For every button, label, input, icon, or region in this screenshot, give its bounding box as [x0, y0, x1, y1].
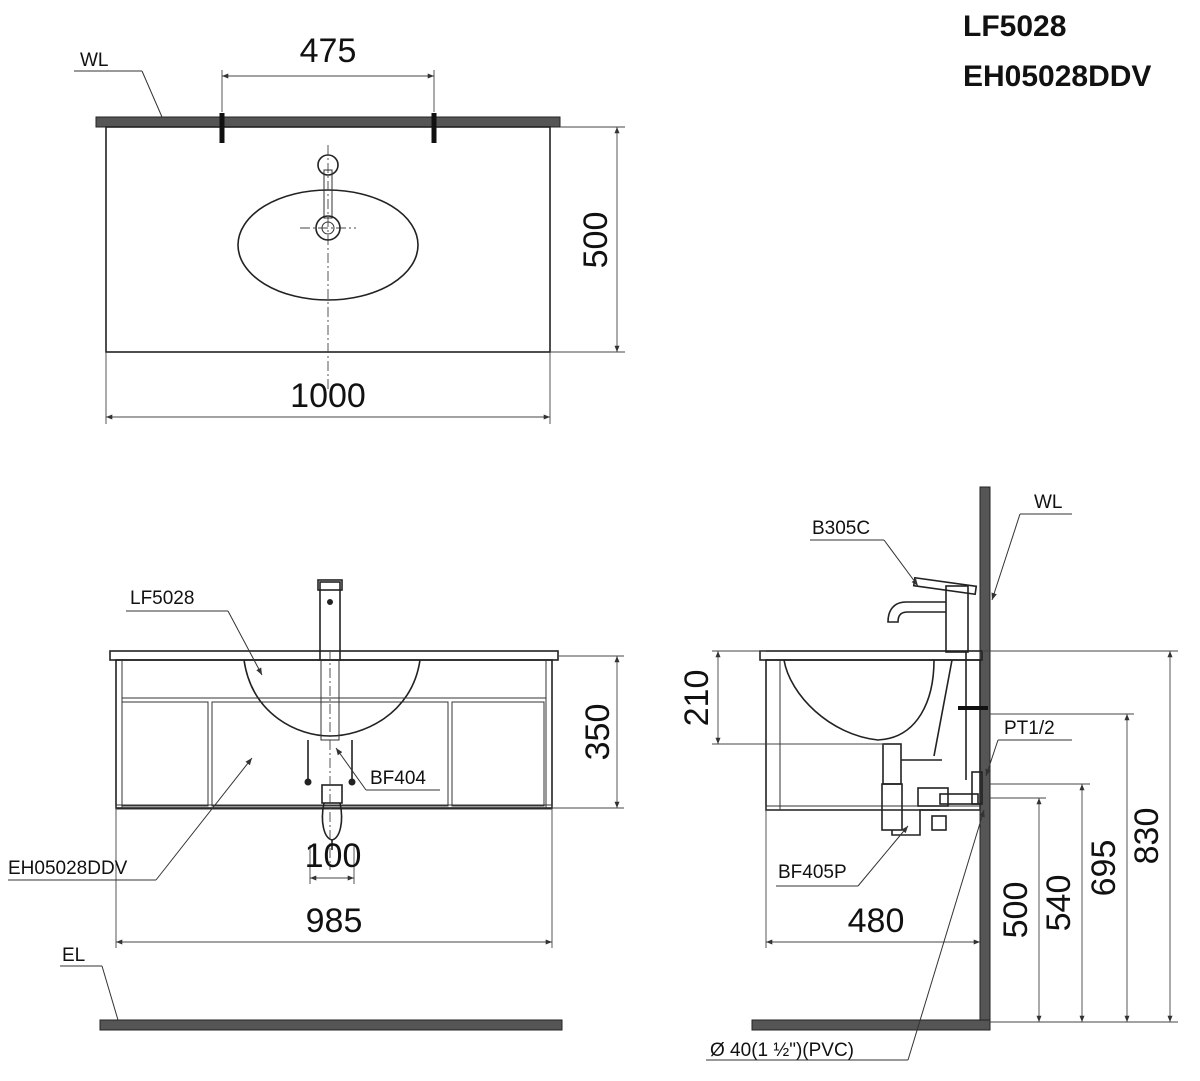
- front-cabinet-label: EH05028DDV: [8, 858, 128, 879]
- side-wall-slab: [979, 486, 991, 1031]
- side-dim-basin-label: 210: [678, 670, 716, 727]
- side-dim-drain-label: 500: [997, 882, 1035, 939]
- side-trap-outlet: [917, 787, 949, 807]
- side-trap-nut: [931, 815, 947, 831]
- side-drain-tail: [882, 743, 902, 785]
- side-dim-cabinet-label: 480: [848, 902, 905, 940]
- side-faucet-label: B305C: [812, 518, 870, 539]
- side-dim-total-label: 830: [1128, 808, 1166, 865]
- front-dim-width-label: 985: [306, 902, 363, 940]
- faucet-body-front: [319, 581, 341, 661]
- drain-inner-icon: [321, 221, 335, 235]
- side-supply-label: PT1/2: [1004, 718, 1055, 739]
- front-drain-label: BF404: [370, 768, 426, 789]
- side-faucet-spout: [887, 601, 946, 623]
- side-wall-label: WL: [1034, 492, 1063, 513]
- side-pipe-label: Ø 40(1 ½")(PVC): [710, 1040, 854, 1061]
- front-dim-height-label: 350: [579, 704, 617, 761]
- front-view: 350 100 985 LF5028 BF404 EH05028DDV EL: [8, 579, 624, 1031]
- side-floor-slab: [751, 1019, 991, 1031]
- cabinet-door-left: [121, 701, 209, 807]
- side-trap-arm: [939, 793, 979, 805]
- faucet-handle-front: [317, 579, 343, 591]
- front-countertop: [109, 650, 559, 661]
- side-basin-bowl: [783, 659, 935, 741]
- title-block: LF5028 EH05028DDV: [963, 10, 1151, 93]
- side-trap-bend: [891, 809, 940, 836]
- side-trap-vertical: [881, 783, 903, 831]
- cabinet-opening-center: [211, 701, 449, 807]
- plan-view: 475 500 1000 WL: [74, 32, 625, 424]
- cabinet-plinth: [115, 804, 553, 810]
- front-dim-drain-label: 100: [305, 837, 362, 875]
- dim-width-label: 1000: [290, 377, 366, 415]
- side-dim-pt-label: 695: [1085, 840, 1123, 897]
- front-basin-label: LF5028: [130, 588, 194, 609]
- side-trap-label: BF405P: [778, 862, 847, 883]
- side-faucet-body: [945, 585, 969, 653]
- faucet-base-icon: [317, 154, 339, 176]
- drain-outer-icon: [315, 215, 341, 241]
- wall-line-slab: [95, 116, 561, 128]
- dim-depth-label: 500: [577, 212, 615, 269]
- side-dim-supply-label: 540: [1040, 875, 1078, 932]
- floor-line-slab: [99, 1019, 563, 1031]
- model-cabinet-title: EH05028DDV: [963, 60, 1151, 93]
- cabinet-door-right: [451, 701, 545, 807]
- model-basin-title: LF5028: [963, 10, 1066, 43]
- plan-wall-label: WL: [80, 50, 109, 71]
- floor-label: EL: [62, 945, 85, 966]
- side-angle-valve: [971, 771, 983, 805]
- drain-trap-front: [321, 784, 343, 804]
- side-view: 210 480 830 695 540 500 B305C WL P: [678, 486, 1178, 1061]
- dim-mounting-label: 475: [300, 32, 357, 70]
- faucet-spout-plan: [323, 169, 333, 219]
